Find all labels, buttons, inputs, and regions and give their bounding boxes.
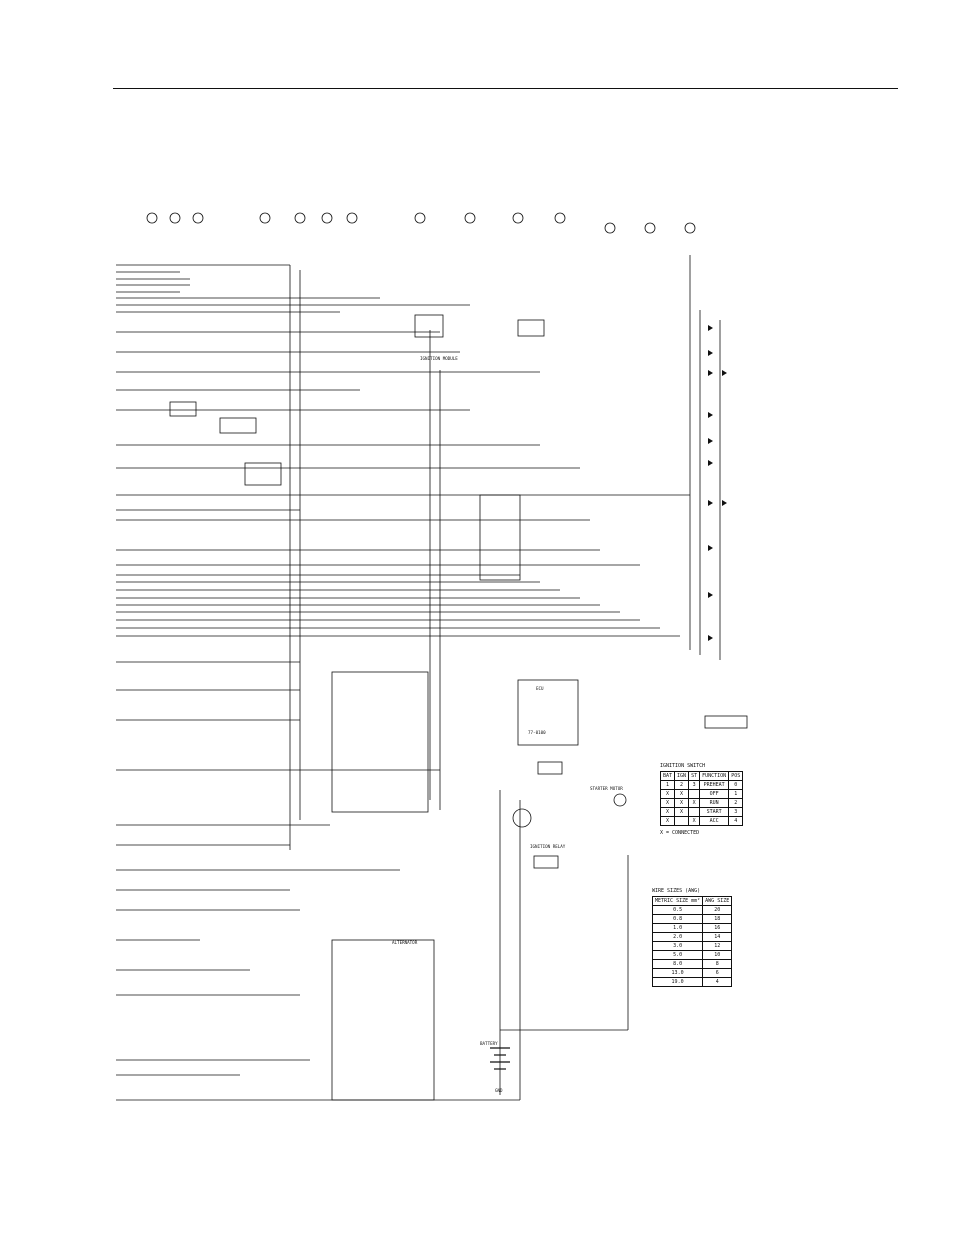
cell: 3 — [728, 807, 744, 817]
cell: 18 — [702, 914, 733, 924]
cell: X — [659, 816, 676, 826]
cell: 19.0 — [651, 977, 704, 987]
key-table-note: X = CONNECTED — [660, 830, 700, 836]
cell: 0 — [728, 780, 744, 790]
cell: 3 — [688, 780, 701, 790]
table-row: 1 2 3 PREHEAT 0 — [659, 780, 744, 790]
cell: X — [688, 798, 701, 808]
wire-table-header: METRIC SIZE mm² AWG SIZE — [651, 896, 733, 906]
cell: 10 — [702, 950, 733, 960]
bus-lines — [116, 255, 721, 1101]
ignition-switch-table: IGNITION SWITCH BAT IGN ST FUNCTION POS … — [659, 763, 744, 838]
alternator-label: ALTERNATOR — [392, 940, 418, 945]
cell: 0.8 — [651, 914, 704, 924]
component-blocks — [169, 314, 748, 1101]
cell: 3.0 — [651, 941, 704, 951]
cell: X — [674, 789, 690, 799]
cell: X — [659, 807, 676, 817]
battery-symbol — [490, 1047, 510, 1070]
cell: 8 — [702, 959, 733, 969]
cell: X — [659, 789, 676, 799]
cell: RUN — [699, 798, 730, 808]
cell: X — [659, 798, 676, 808]
cell: PREHEAT — [699, 780, 730, 790]
cell: 1 — [659, 780, 676, 790]
cell: X — [688, 816, 701, 826]
cell: 14 — [702, 932, 733, 942]
cell: 5.0 — [651, 950, 704, 960]
cell: 8.0 — [651, 959, 704, 969]
cell: 6 — [702, 968, 733, 978]
table-row: X X START 3 — [659, 807, 744, 817]
cell: 16 — [702, 923, 733, 933]
ecu-label: ECU — [536, 686, 544, 691]
cell — [674, 816, 690, 826]
table-row: X X OFF 1 — [659, 789, 744, 799]
diode-row — [708, 325, 727, 641]
ground-label: GND — [495, 1088, 503, 1093]
cell: X — [674, 807, 690, 817]
cell: 4 — [728, 816, 744, 826]
wire-col-awg: AWG SIZE — [702, 896, 733, 906]
cell: 0.5 — [651, 905, 704, 915]
ignition-module-label: IGNITION MODULE — [420, 356, 458, 361]
table-row: X X ACC 4 — [659, 816, 744, 826]
starter-label: STARTER MOTOR — [590, 786, 623, 791]
key-col-bat: BAT — [659, 771, 676, 781]
ignition-relay-label: IGNITION RELAY — [530, 844, 566, 849]
key-col-ign: IGN — [674, 771, 690, 781]
key-table-title: IGNITION SWITCH — [660, 763, 706, 769]
cell: X — [674, 798, 690, 808]
cell: 1.0 — [651, 923, 704, 933]
cell: 4 — [702, 977, 733, 987]
battery-label: BATTERY — [480, 1041, 498, 1046]
cell: 1 — [728, 789, 744, 799]
cell: START — [699, 807, 730, 817]
cell: 12 — [702, 941, 733, 951]
header-rule — [113, 88, 898, 89]
cell — [688, 789, 701, 799]
cell: 20 — [702, 905, 733, 915]
cell — [688, 807, 701, 817]
table-row: X X X RUN 2 — [659, 798, 744, 808]
key-col-function: FUNCTION — [699, 771, 730, 781]
cell: OFF — [699, 789, 730, 799]
cell: 2.0 — [651, 932, 704, 942]
cell: 2 — [728, 798, 744, 808]
ecu-subtitle: 77-0100 — [528, 730, 546, 735]
wire-size-table: WIRE SIZES (AWG) METRIC SIZE mm² AWG SIZ… — [651, 888, 733, 987]
wire-col-metric: METRIC SIZE mm² — [651, 896, 704, 906]
wire-table-note: WIRE SIZES (AWG) — [652, 888, 701, 894]
cell: 13.0 — [651, 968, 704, 978]
cell: 2 — [674, 780, 690, 790]
key-col-pos: POS — [728, 771, 744, 781]
key-col-st: ST — [688, 771, 701, 781]
key-table-header: BAT IGN ST FUNCTION POS — [659, 771, 744, 781]
lamp-symbols — [146, 212, 696, 828]
cell: ACC — [699, 816, 730, 826]
